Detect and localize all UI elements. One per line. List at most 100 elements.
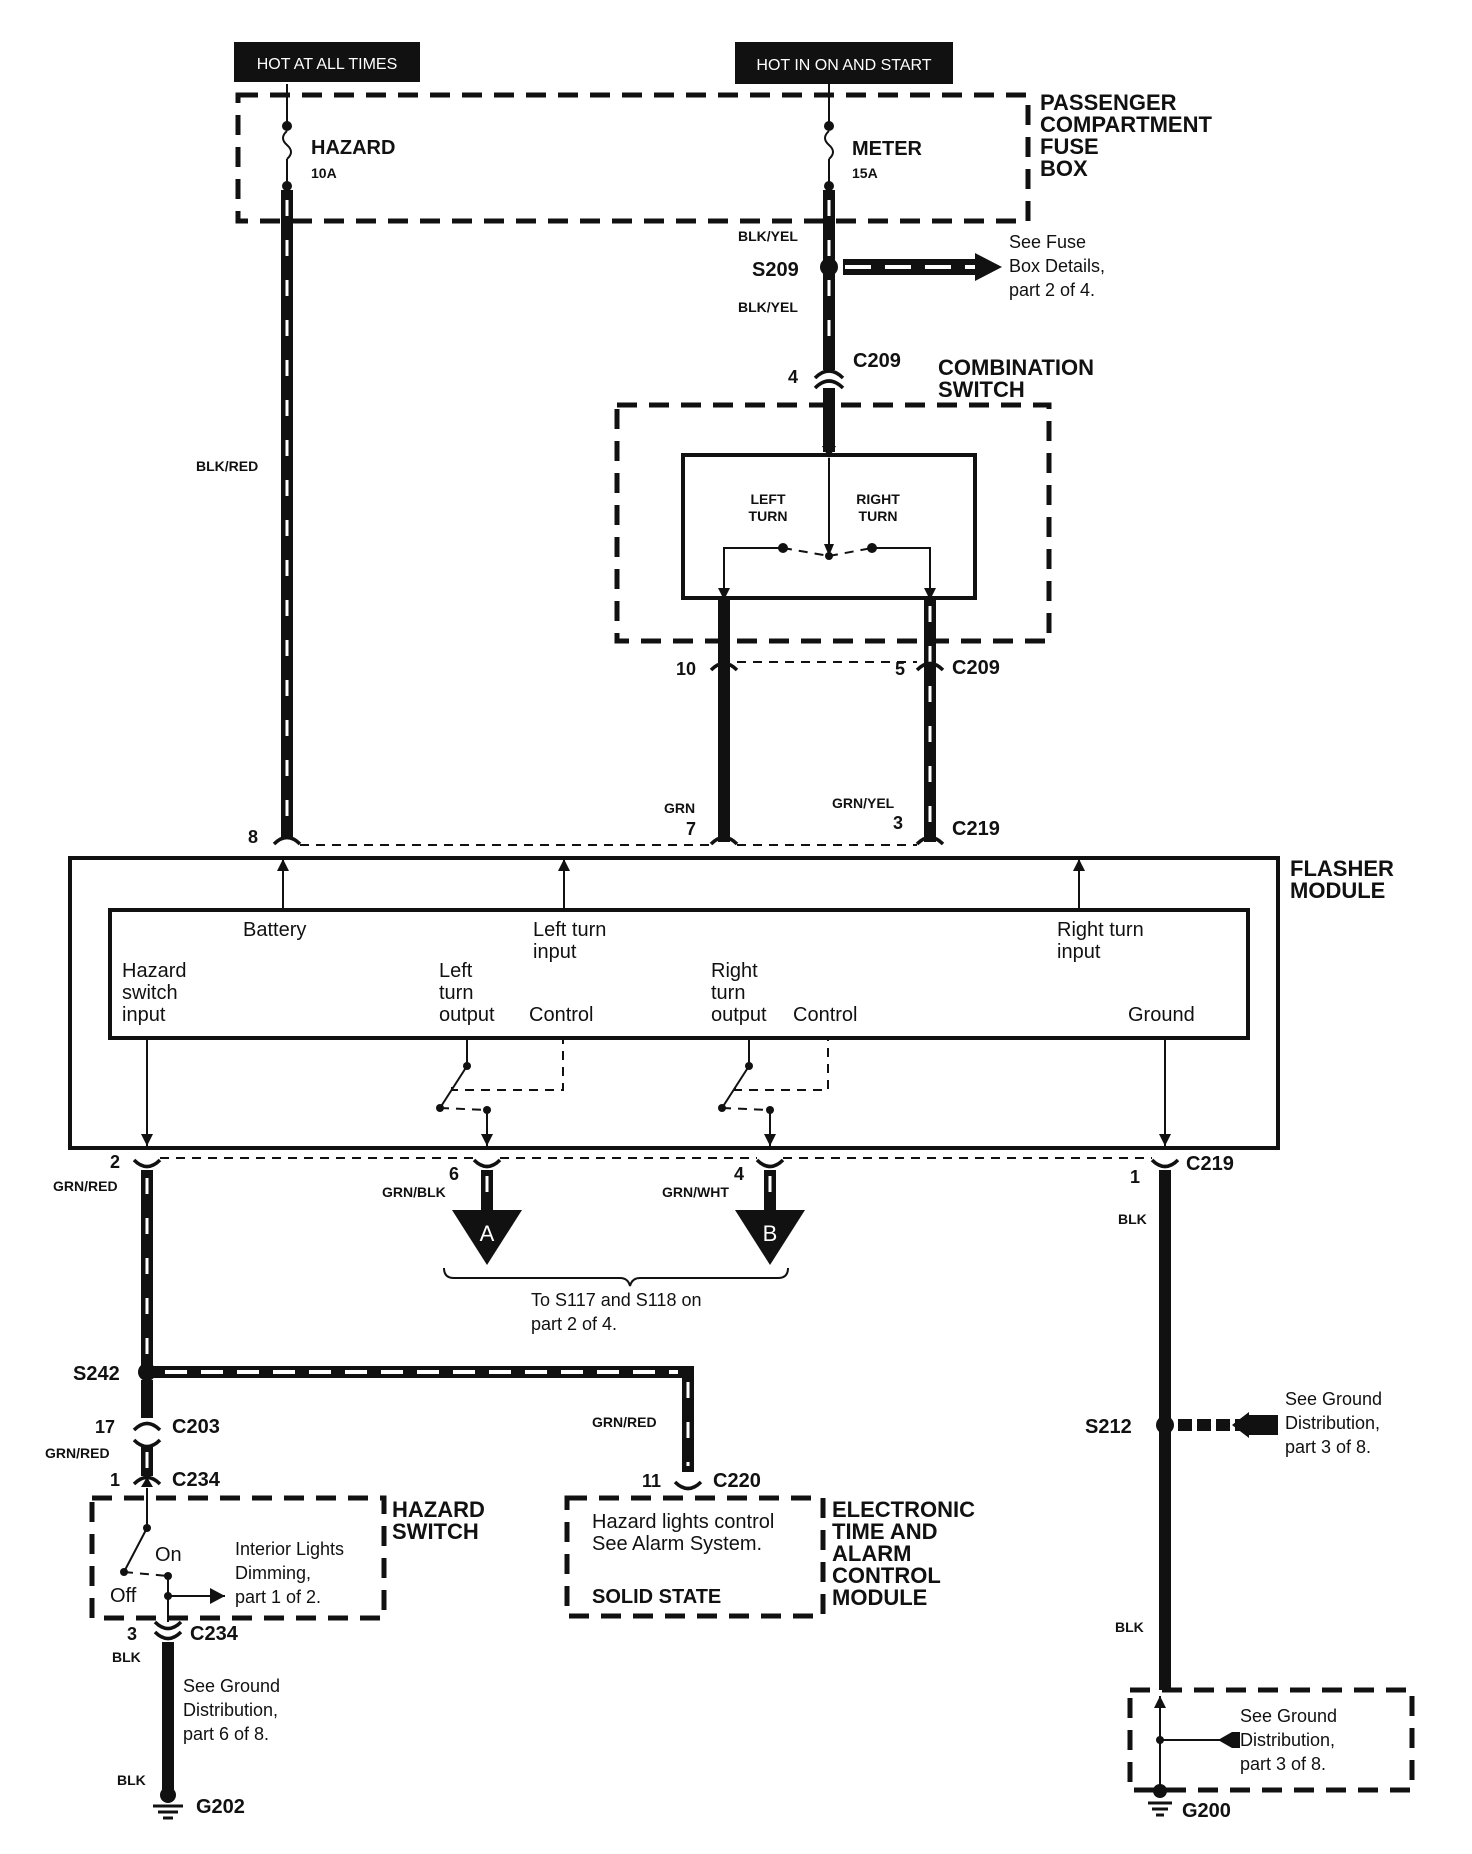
fuse-box-details-note: See Fuse Box Details, part 2 of 4.: [1009, 232, 1105, 300]
svg-text:6: 6: [449, 1164, 459, 1184]
svg-text:Left turn: Left turn: [533, 919, 606, 941]
svg-text:4: 4: [788, 367, 798, 387]
svg-text:HOT IN ON AND START: HOT IN ON AND START: [756, 57, 931, 74]
ground-g202-note: See Ground Distribution, part 6 of 8.: [183, 1676, 280, 1744]
meter-fuse: METER 15A: [824, 84, 923, 191]
svg-text:Control: Control: [529, 1004, 593, 1026]
svg-text:turn: turn: [711, 982, 745, 1004]
svg-text:CONTROL: CONTROL: [832, 1563, 941, 1588]
svg-text:Left: Left: [439, 960, 473, 982]
combination-switch-body: [681, 453, 977, 600]
hazard-fuse: HAZARD 10A: [282, 84, 395, 191]
flasher-module-label: FLASHER MODULE: [1290, 856, 1394, 903]
ground-symbol-g202: G202: [153, 1787, 245, 1820]
svg-text:See Fuse: See Fuse: [1009, 232, 1086, 252]
wire-label-grn: GRN: [664, 800, 695, 816]
svg-text:TIME AND: TIME AND: [832, 1519, 938, 1544]
svg-text:HAZARD: HAZARD: [392, 1497, 485, 1522]
svg-text:C234: C234: [172, 1469, 221, 1491]
etacm-label: ELECTRONIC TIME AND ALARM CONTROL MODULE: [832, 1497, 975, 1610]
svg-text:turn: turn: [439, 982, 473, 1004]
flasher-module-outline: [68, 856, 1280, 1150]
reference-b: B: [735, 1210, 805, 1265]
svg-text:C220: C220: [713, 1470, 761, 1492]
svg-text:FUSE: FUSE: [1040, 134, 1099, 159]
svg-text:Right turn: Right turn: [1057, 919, 1144, 941]
svg-text:A: A: [480, 1221, 495, 1246]
wire-label-blk-lower: BLK: [1115, 1619, 1144, 1635]
svg-text:COMBINATION: COMBINATION: [938, 355, 1094, 380]
svg-text:PASSENGER: PASSENGER: [1040, 90, 1177, 115]
ground-symbol-g200: G200: [1148, 1784, 1231, 1822]
svg-text:part 6 of 8.: part 6 of 8.: [183, 1724, 269, 1744]
svg-text:Off: Off: [110, 1585, 137, 1607]
svg-text:part 3 of 8.: part 3 of 8.: [1285, 1437, 1371, 1457]
svg-text:input: input: [1057, 941, 1101, 963]
svg-text:part 2 of 4.: part 2 of 4.: [1009, 280, 1095, 300]
wire-label-blk-yel-upper: BLK/YEL: [738, 228, 798, 244]
svg-text:Distribution,: Distribution,: [1240, 1730, 1335, 1750]
connector-c219-top: 8 7 3 C219: [248, 813, 1000, 847]
flasher-module-inner: [108, 908, 1250, 1040]
svg-text:output: output: [439, 1004, 495, 1026]
svg-text:4: 4: [734, 1164, 744, 1184]
svg-text:part 3 of 8.: part 3 of 8.: [1240, 1754, 1326, 1774]
interior-lights-note: Interior Lights Dimming, part 1 of 2.: [235, 1539, 344, 1607]
svg-text:B: B: [763, 1221, 778, 1246]
svg-text:15A: 15A: [852, 165, 878, 181]
svg-text:part 2 of 4.: part 2 of 4.: [531, 1314, 617, 1334]
svg-text:input: input: [122, 1004, 166, 1026]
svg-text:switch: switch: [122, 982, 178, 1004]
etacm-outline: [564, 1495, 826, 1619]
svg-text:BOX: BOX: [1040, 156, 1088, 181]
svg-text:Distribution,: Distribution,: [1285, 1413, 1380, 1433]
svg-text:S209: S209: [752, 259, 799, 281]
svg-text:5: 5: [895, 659, 905, 679]
wire-grn-red-to-etacm: [150, 1366, 694, 1472]
svg-text:3: 3: [893, 813, 903, 833]
svg-text:G202: G202: [196, 1796, 245, 1818]
wire-label-grn-wht: GRN/WHT: [662, 1184, 729, 1200]
svg-text:Control: Control: [793, 1004, 857, 1026]
svg-text:SWITCH: SWITCH: [392, 1519, 479, 1544]
svg-text:3: 3: [127, 1624, 137, 1644]
connector-c234-bottom: 3 C234: [127, 1620, 239, 1645]
svg-text:S242: S242: [73, 1363, 120, 1385]
svg-text:METER: METER: [852, 138, 923, 160]
reference-a: A: [452, 1210, 522, 1265]
flasher-input-arrows: [277, 859, 1085, 910]
svg-text:RIGHT: RIGHT: [856, 491, 900, 507]
svg-text:7: 7: [686, 819, 696, 839]
svg-text:LEFT: LEFT: [751, 491, 786, 507]
etacm-contents: Hazard lights control See Alarm System. …: [592, 1511, 774, 1608]
svg-text:HAZARD: HAZARD: [311, 137, 395, 159]
splice-s212: S212: [1085, 1412, 1278, 1438]
flasher-output-relays: [141, 1038, 1171, 1146]
svg-text:To S117 and S118 on: To S117 and S118 on: [531, 1290, 701, 1310]
hot-in-on-and-start-label: HOT IN ON AND START: [735, 42, 953, 84]
connector-c219-bottom: 2 6 4 1 C219: [110, 1152, 1234, 1187]
svg-text:SOLID STATE: SOLID STATE: [592, 1586, 721, 1608]
svg-text:17: 17: [95, 1417, 115, 1437]
splice-s209: S209: [752, 253, 1002, 281]
svg-text:10A: 10A: [311, 165, 337, 181]
connector-c209-top: 4 C209: [788, 350, 901, 390]
combination-switch-outline: [614, 402, 1052, 644]
svg-text:Hazard lights control: Hazard lights control: [592, 1511, 774, 1533]
svg-text:Dimming,: Dimming,: [235, 1563, 311, 1583]
wire-label-blk-g202-lower: BLK: [117, 1772, 146, 1788]
svg-text:Box Details,: Box Details,: [1009, 256, 1105, 276]
svg-text:Ground: Ground: [1128, 1004, 1195, 1026]
turn-switch-contacts: LEFT TURN RIGHT TURN: [718, 458, 936, 600]
connector-c234-top: 1 C234: [110, 1469, 221, 1491]
svg-text:TURN: TURN: [859, 508, 898, 524]
g200-ground-box: [1127, 1687, 1415, 1793]
svg-text:G200: G200: [1182, 1800, 1231, 1822]
wire-label-grn-red-etacm: GRN/RED: [592, 1414, 657, 1430]
wire-label-blk-yel-lower: BLK/YEL: [738, 299, 798, 315]
svg-text:1: 1: [110, 1470, 120, 1490]
svg-text:MODULE: MODULE: [832, 1585, 927, 1610]
connector-c220: 11 C220: [642, 1470, 761, 1492]
hot-at-all-times-label: HOT AT ALL TIMES: [234, 42, 420, 82]
svg-text:See Alarm System.: See Alarm System.: [592, 1533, 762, 1555]
